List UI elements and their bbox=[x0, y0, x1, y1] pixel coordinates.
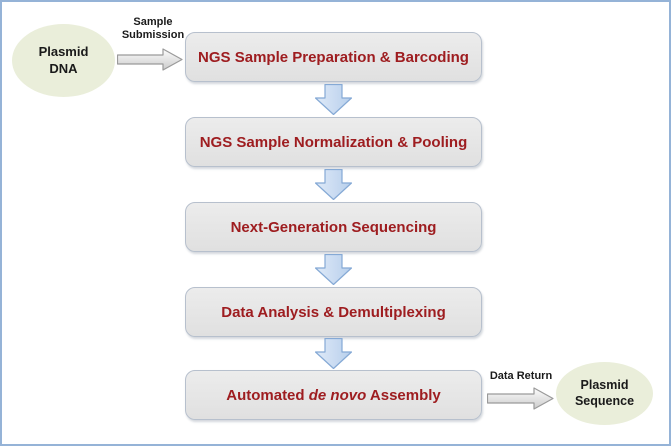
step-box-analysis-demultiplexing: Data Analysis & Demultiplexing bbox=[185, 287, 482, 337]
down-arrow-icon bbox=[315, 254, 352, 285]
step-label-italic: de novo bbox=[308, 386, 367, 404]
step-label-prefix: Automated bbox=[226, 386, 305, 404]
step-label: NGS Sample Preparation & Barcoding bbox=[198, 48, 469, 66]
step-label: Automated de novo Assembly bbox=[226, 387, 441, 404]
end-node-plasmid-sequence: Plasmid Sequence bbox=[556, 362, 653, 425]
step-label: Data Analysis & Demultiplexing bbox=[221, 303, 446, 321]
sample-submission-label: Sample Submission bbox=[121, 16, 185, 42]
down-arrow-icon bbox=[315, 84, 352, 115]
end-node-label: Plasmid Sequence bbox=[574, 377, 635, 408]
step-box-normalization-pooling: NGS Sample Normalization & Pooling bbox=[185, 117, 482, 167]
step-label-suffix: Assembly bbox=[369, 386, 441, 404]
start-node-plasmid-dna: Plasmid DNA bbox=[12, 24, 115, 97]
down-arrow-icon bbox=[315, 338, 352, 369]
step-label: NGS Sample Normalization & Pooling bbox=[199, 133, 468, 151]
right-arrow-icon bbox=[487, 387, 554, 410]
down-arrow-icon bbox=[315, 169, 352, 200]
start-node-label: Plasmid DNA bbox=[38, 44, 89, 76]
step-label: Next-Generation Sequencing bbox=[230, 218, 437, 236]
step-box-preparation-barcoding: NGS Sample Preparation & Barcoding bbox=[185, 32, 482, 82]
data-return-label: Data Return bbox=[489, 370, 553, 382]
step-box-denovo-assembly: Automated de novo Assembly bbox=[185, 370, 482, 420]
right-arrow-icon bbox=[117, 48, 183, 71]
step-box-sequencing: Next-Generation Sequencing bbox=[185, 202, 482, 252]
